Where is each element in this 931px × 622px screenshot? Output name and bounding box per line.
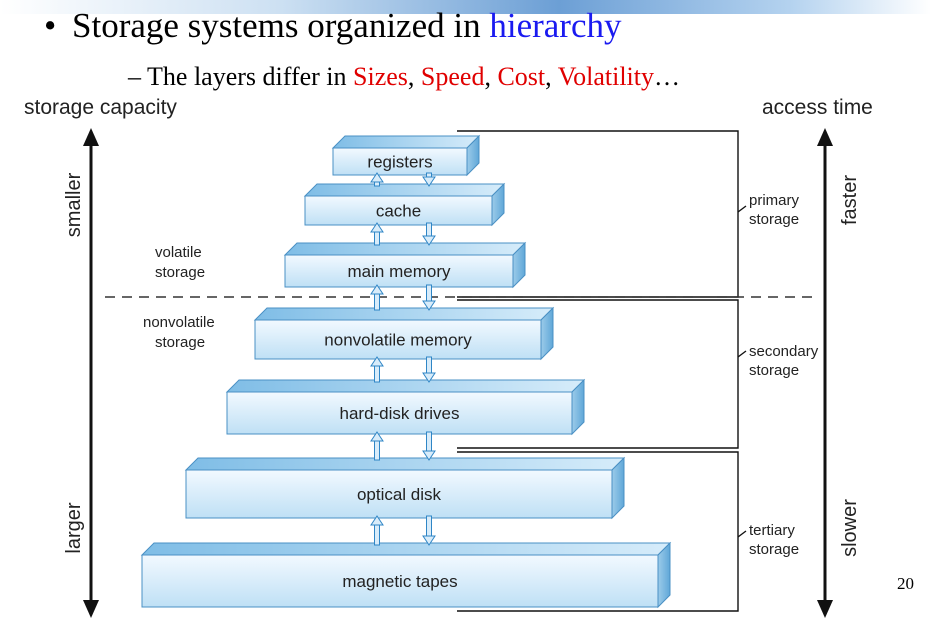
up-arrow [370,284,384,311]
access-time-axis-arrow [817,128,833,618]
slower-label: slower [839,499,861,557]
level-box-nonvolatile-memory: nonvolatile memory [253,306,555,361]
capacity-axis-arrow [83,128,99,618]
level-box-hard-disk-drives: hard-disk drives [225,378,586,436]
down-arrow [422,222,436,246]
storage-levels: registers cache main memory nonvolatile mem… [140,134,672,609]
slide-bullet: • Storage systems organized in hierarchy [44,6,621,46]
level-label: magnetic tapes [342,572,457,591]
level-label: optical disk [357,485,442,504]
access-time-title: access time [762,96,873,119]
level-transfer-arrows [370,172,436,546]
primary-storage-line1: primary [749,192,800,209]
box-front-face [254,319,542,360]
box-front-face [284,254,514,288]
sub-text: The layers differ in [147,62,354,91]
up-arrow [370,515,384,546]
level-label: main memory [348,262,451,281]
faster-label: faster [839,175,861,225]
box-top-face [303,183,506,197]
box-top-face [253,307,555,321]
volatile-label-line1: volatile [155,244,202,261]
tertiary-storage-line2: storage [749,541,799,558]
nonvolatile-label-line1: nonvolatile [143,314,215,331]
box-front-face [185,469,613,519]
down-arrow [422,515,436,546]
up-arrow [370,222,384,246]
secondary-storage-line2: storage [749,362,799,379]
sub-item-cost: Cost [497,62,546,91]
box-top-face [225,379,586,393]
up-arrow [370,431,384,461]
box-front-face [332,147,468,176]
level-box-registers: registers [331,134,481,177]
storage-group-brackets [457,130,747,612]
primary-storage-line2: storage [749,211,799,228]
sub-tail: … [654,62,680,91]
level-label: cache [376,202,421,221]
box-top-face [283,242,527,256]
sub-item-sizes: Sizes [353,62,408,91]
volatile-label-line2: storage [155,264,205,281]
up-arrow [370,356,384,383]
box-front-face [141,554,659,608]
nonvolatile-label-line2: storage [155,334,205,351]
sub-dash: – [128,62,148,91]
tertiary-storage-line1: tertiary [749,522,795,539]
bullet-highlight: hierarchy [489,6,622,45]
level-box-cache: cache [303,182,506,227]
box-top-face [184,457,626,471]
sub-sep-3: , [545,62,558,91]
box-top-face [140,542,672,556]
down-arrow [422,172,436,187]
bullet-text: Storage systems organized in [72,6,490,45]
down-arrow [422,431,436,461]
level-box-magnetic-tapes: magnetic tapes [140,541,672,609]
down-arrow [422,356,436,383]
sub-item-volatility: Volatility [557,62,654,91]
level-label: nonvolatile memory [324,331,472,350]
sub-sep-1: , [407,62,421,91]
box-top-face [331,135,481,149]
box-side-face [657,541,671,609]
bullet-dot: • [44,6,57,45]
secondary-storage-line1: secondary [749,343,819,360]
slide-subbullet: – The layers differ in Sizes, Speed, Cos… [128,62,680,92]
larger-label: larger [63,502,85,553]
smaller-label: smaller [63,172,85,237]
level-label: registers [367,153,432,172]
down-arrow [422,284,436,311]
sub-item-speed: Speed [420,62,485,91]
level-box-main-memory: main memory [283,241,527,289]
level-label: hard-disk drives [340,404,460,423]
page-number: 20 [897,574,914,593]
title-band-decoration [0,0,931,14]
level-box-optical-disk: optical disk [184,456,626,520]
box-front-face [226,391,573,435]
sub-sep-2: , [484,62,498,91]
box-front-face [304,195,493,226]
up-arrow [370,172,384,187]
storage-capacity-title: storage capacity [24,96,177,119]
